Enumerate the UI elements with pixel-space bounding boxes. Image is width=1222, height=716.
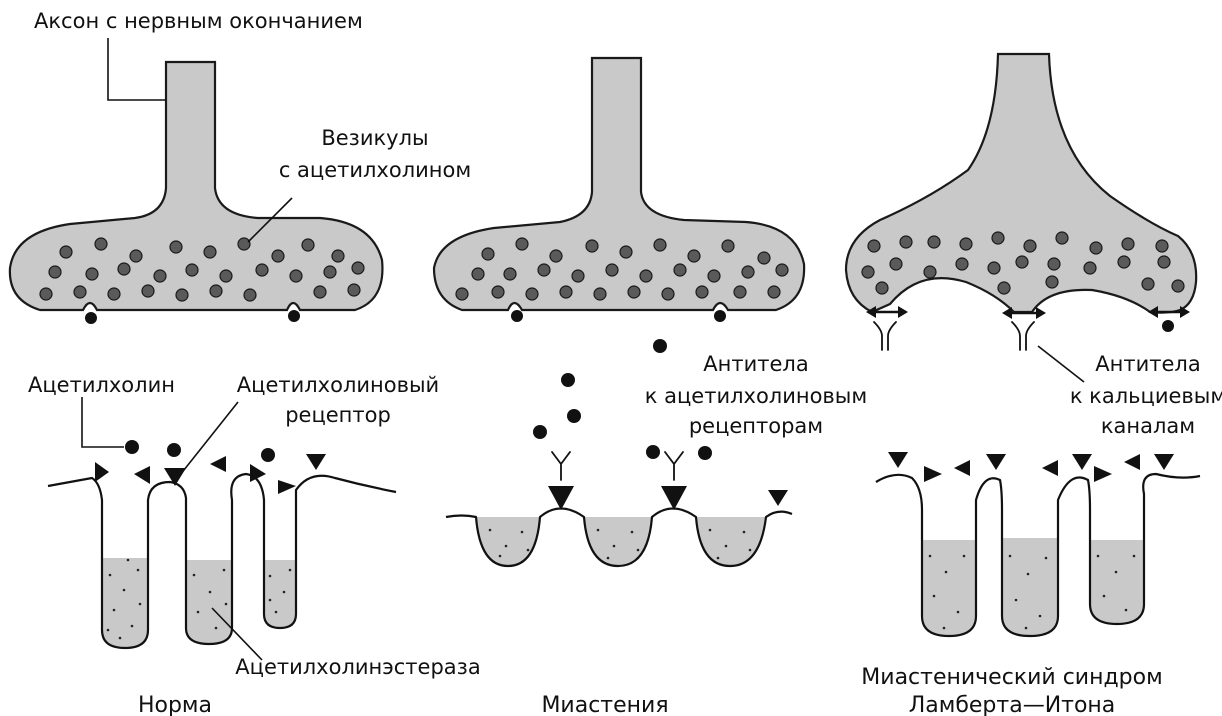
receptor-label-2: рецептор bbox=[285, 403, 391, 427]
acetylcholine-release bbox=[511, 310, 523, 322]
ab-channel-label-3: каналам bbox=[1101, 414, 1195, 438]
caption-normal: Норма bbox=[138, 693, 212, 716]
vesicles-label-2: с ацетилхолином bbox=[279, 158, 471, 182]
antibody bbox=[1012, 322, 1034, 350]
acetylcholine-molecule bbox=[561, 373, 575, 387]
acetylcholine-molecule bbox=[125, 440, 139, 454]
acetylcholine-receptors-normal bbox=[95, 454, 326, 494]
receptor-label-1: Ацетилхолиновый bbox=[237, 373, 439, 397]
ab-receptor-label-2: к ацетилхолиновым bbox=[645, 384, 867, 408]
acetylcholine-release bbox=[1162, 320, 1174, 332]
acetylcholine-molecule bbox=[646, 445, 660, 459]
esterase-label: Ацетилхолинэстераза bbox=[235, 655, 480, 679]
caption-lems-2: Ламберта—Итона bbox=[909, 693, 1116, 716]
acetylcholine-release bbox=[85, 312, 97, 324]
ab-channel-label-2: к кальциевым bbox=[1070, 384, 1222, 408]
fold-fill bbox=[1002, 538, 1058, 636]
fold-fill bbox=[1090, 540, 1144, 624]
caption-myasthenia: Миастения bbox=[541, 693, 668, 716]
antibody bbox=[874, 322, 896, 350]
axon-label: Аксон с нервным окончанием bbox=[34, 9, 363, 33]
nerve-terminal-lems bbox=[846, 54, 1196, 313]
acetylcholine-molecule bbox=[653, 339, 667, 353]
vesicles-label-1: Везикулы bbox=[321, 126, 428, 150]
antibody bbox=[665, 452, 683, 480]
caption-lems-1: Миастенический синдром bbox=[861, 665, 1162, 690]
receptor-leader-line bbox=[176, 402, 238, 480]
acetylcholine-receptors-lems bbox=[888, 452, 1174, 482]
acetylcholine-molecule bbox=[533, 425, 547, 439]
antibody-leader-line bbox=[1038, 346, 1084, 382]
fold-fill bbox=[186, 560, 232, 644]
fold-fill bbox=[922, 540, 976, 636]
panel-lems bbox=[846, 54, 1200, 636]
acetylcholine-label: Ацетилхолин bbox=[28, 373, 175, 397]
fold-fill bbox=[476, 517, 540, 566]
fold-fill bbox=[696, 517, 766, 566]
acetylcholine-release bbox=[288, 310, 300, 322]
acetylcholine-molecule bbox=[698, 446, 712, 460]
acetylcholine-molecule bbox=[261, 448, 275, 462]
panel-myasthenia bbox=[434, 58, 804, 566]
antibody bbox=[552, 452, 570, 480]
fold-fill bbox=[584, 517, 652, 566]
acetylcholine-molecule bbox=[167, 443, 181, 457]
ab-receptor-label-3: рецепторам bbox=[689, 414, 823, 438]
acetylcholine-leader-line bbox=[82, 397, 124, 447]
acetylcholine-molecule bbox=[567, 409, 581, 423]
ab-channel-label-1: Антитела bbox=[1095, 352, 1200, 376]
axon-leader-line bbox=[108, 38, 166, 100]
acetylcholine-release bbox=[714, 310, 726, 322]
fold-fill bbox=[102, 558, 148, 648]
ab-receptor-label-1: Антитела bbox=[703, 352, 808, 376]
acetylcholine-receptors-myasthenia bbox=[548, 486, 788, 510]
